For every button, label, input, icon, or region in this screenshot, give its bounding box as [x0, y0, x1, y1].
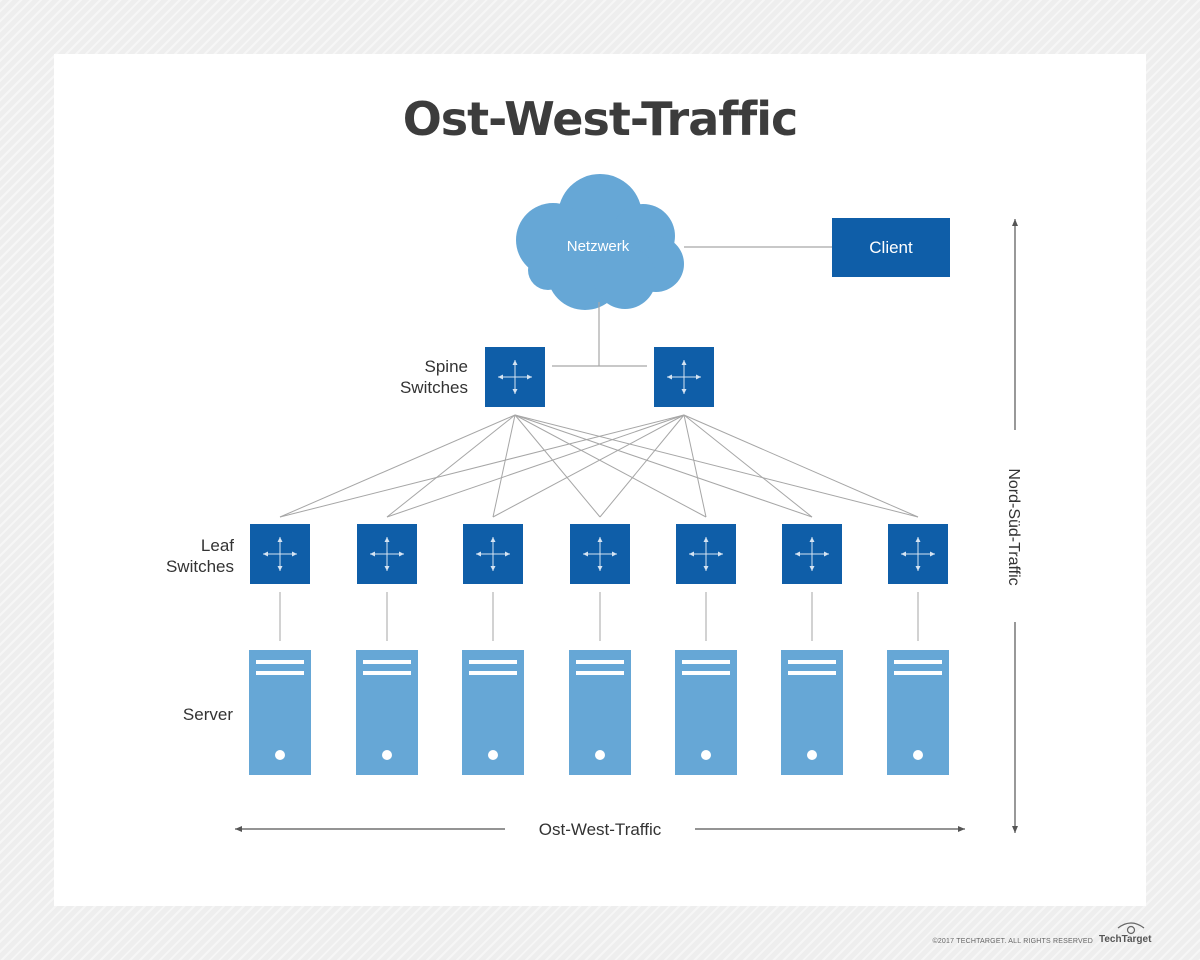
spine-label-line2: Switches [399, 378, 468, 397]
client-label: Client [869, 237, 913, 257]
mesh-link [514, 414, 813, 518]
server-icon [887, 650, 949, 775]
crossed-arrows-icon [689, 537, 723, 571]
leaf-label-line1: Leaf [200, 536, 234, 555]
crossed-arrows-icon [901, 537, 935, 571]
server-icon [249, 650, 311, 775]
crossed-arrows-icon [370, 537, 404, 571]
leaf-switch [676, 524, 736, 584]
leaf-switch [463, 524, 523, 584]
spine-switch [654, 347, 714, 407]
leaf-switches-label: Leaf Switches [144, 535, 234, 577]
server-icon [675, 650, 737, 775]
client-node: Client [832, 218, 950, 277]
mesh-link [492, 414, 685, 518]
cloud-icon [516, 174, 684, 310]
leaf-switch [782, 524, 842, 584]
spine-switches-label: Spine Switches [378, 356, 468, 398]
server-icon [356, 650, 418, 775]
mesh-link [514, 414, 601, 518]
mesh-link [386, 414, 516, 518]
east-west-traffic-label: Ost-West-Traffic [538, 820, 662, 839]
techtarget-logo-icon [1117, 922, 1145, 935]
crossed-arrows-icon [667, 360, 701, 394]
network-label: Netzwerk [566, 238, 630, 255]
leaf-switch [888, 524, 948, 584]
server-icon [462, 650, 524, 775]
mesh-link [683, 414, 707, 518]
spine-leaf-mesh [279, 414, 919, 518]
copyright-notice: ©2017 TECHTARGET. ALL RIGHTS RESERVED [932, 938, 1093, 945]
crossed-arrows-icon [263, 537, 297, 571]
crossed-arrows-icon [476, 537, 510, 571]
leaf-label-line2: Switches [165, 557, 234, 576]
leaf-switch-layer [250, 524, 948, 584]
server-layer-label: Server [182, 705, 233, 724]
brand-name: TechTarget [1099, 934, 1152, 945]
crossed-arrows-icon [795, 537, 829, 571]
network-spine-link [552, 302, 647, 367]
north-south-traffic-label: Nord-Süd-Traffic [1005, 468, 1022, 586]
spine-switch-layer [485, 347, 714, 407]
mesh-link [683, 414, 919, 518]
page-title: Ost-West-Traffic [402, 92, 799, 146]
crossed-arrows-icon [583, 537, 617, 571]
crossed-arrows-icon [498, 360, 532, 394]
spine-label-line1: Spine [424, 357, 468, 376]
mesh-link [683, 414, 813, 518]
mesh-link [279, 414, 516, 518]
server-icon [781, 650, 843, 775]
server-icon [569, 650, 631, 775]
spine-switch [485, 347, 545, 407]
mesh-link [514, 414, 707, 518]
leaf-switch [357, 524, 417, 584]
mesh-link [279, 414, 685, 518]
server-layer [249, 650, 949, 775]
leaf-switch [250, 524, 310, 584]
leaf-server-links [279, 592, 919, 641]
mesh-link [386, 414, 685, 518]
leaf-switch [570, 524, 630, 584]
mesh-link [492, 414, 516, 518]
mesh-link [514, 414, 919, 518]
mesh-link [599, 414, 685, 518]
